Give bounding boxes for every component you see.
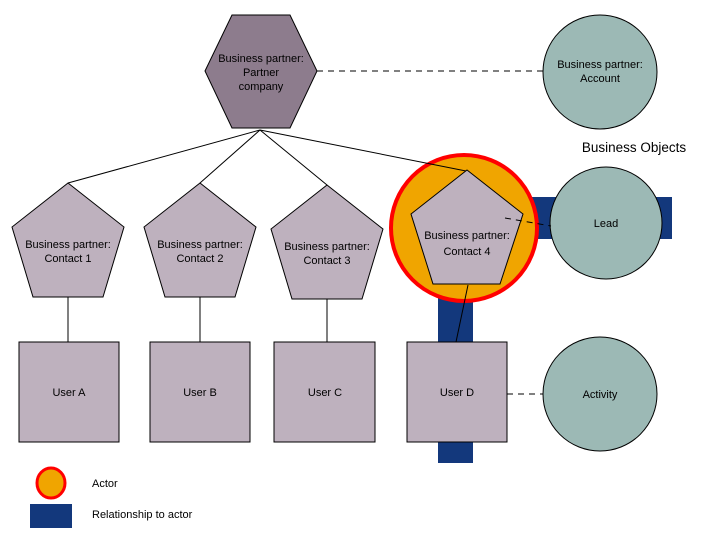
- connector-contact-4-lead: [504, 217, 552, 227]
- lead-label: Lead: [594, 218, 618, 230]
- user-b-label: User B: [183, 387, 217, 399]
- connector-hexagon-contact-2: [199, 129, 261, 184]
- contact-3-label-line2: Contact 3: [303, 255, 350, 267]
- legend-actor-label: Actor: [92, 478, 118, 490]
- contact-2-label-line2: Contact 2: [176, 253, 223, 265]
- connector-hexagon-contact-3: [259, 129, 328, 186]
- account-label-line2: Account: [580, 73, 620, 85]
- section-heading: Business Objects: [582, 140, 687, 155]
- user-c-square: [273, 341, 376, 443]
- contact-1-label-line1: Business partner:: [25, 239, 111, 251]
- contact-4-label-line1: Business partner:: [424, 230, 510, 242]
- activity-label: Activity: [583, 389, 618, 401]
- user-d-label: User D: [440, 387, 474, 399]
- contact-2-label-line1: Business partner:: [157, 239, 243, 251]
- user-c-label: User C: [308, 387, 342, 399]
- partner-company-label-line2: Partner: [243, 67, 279, 79]
- user-a-square: [18, 341, 120, 443]
- partner-company-label-line1: Business partner:: [218, 53, 304, 65]
- contact-1-label-line2: Contact 1: [44, 253, 91, 265]
- connector-hexagon-contact-4: [259, 129, 467, 172]
- legend-relationship-label: Relationship to actor: [92, 509, 193, 521]
- contact-4-pentagon: [410, 169, 524, 285]
- account-circle: [542, 14, 658, 130]
- contact-4-label-line2: Contact 4: [443, 246, 490, 258]
- legend-relationship-icon: [30, 504, 72, 528]
- partner-company-label-line3: company: [239, 81, 284, 93]
- user-d-square: [406, 341, 508, 443]
- legend-actor-icon: [35, 466, 67, 500]
- connector-contact-4-user-d: [455, 284, 469, 343]
- contact-3-label-line1: Business partner:: [284, 241, 370, 253]
- connector-hexagon-contact-1: [67, 129, 261, 184]
- lead-circle: [549, 166, 663, 280]
- user-a-label: User A: [52, 387, 86, 399]
- account-label-line1: Business partner:: [557, 59, 643, 71]
